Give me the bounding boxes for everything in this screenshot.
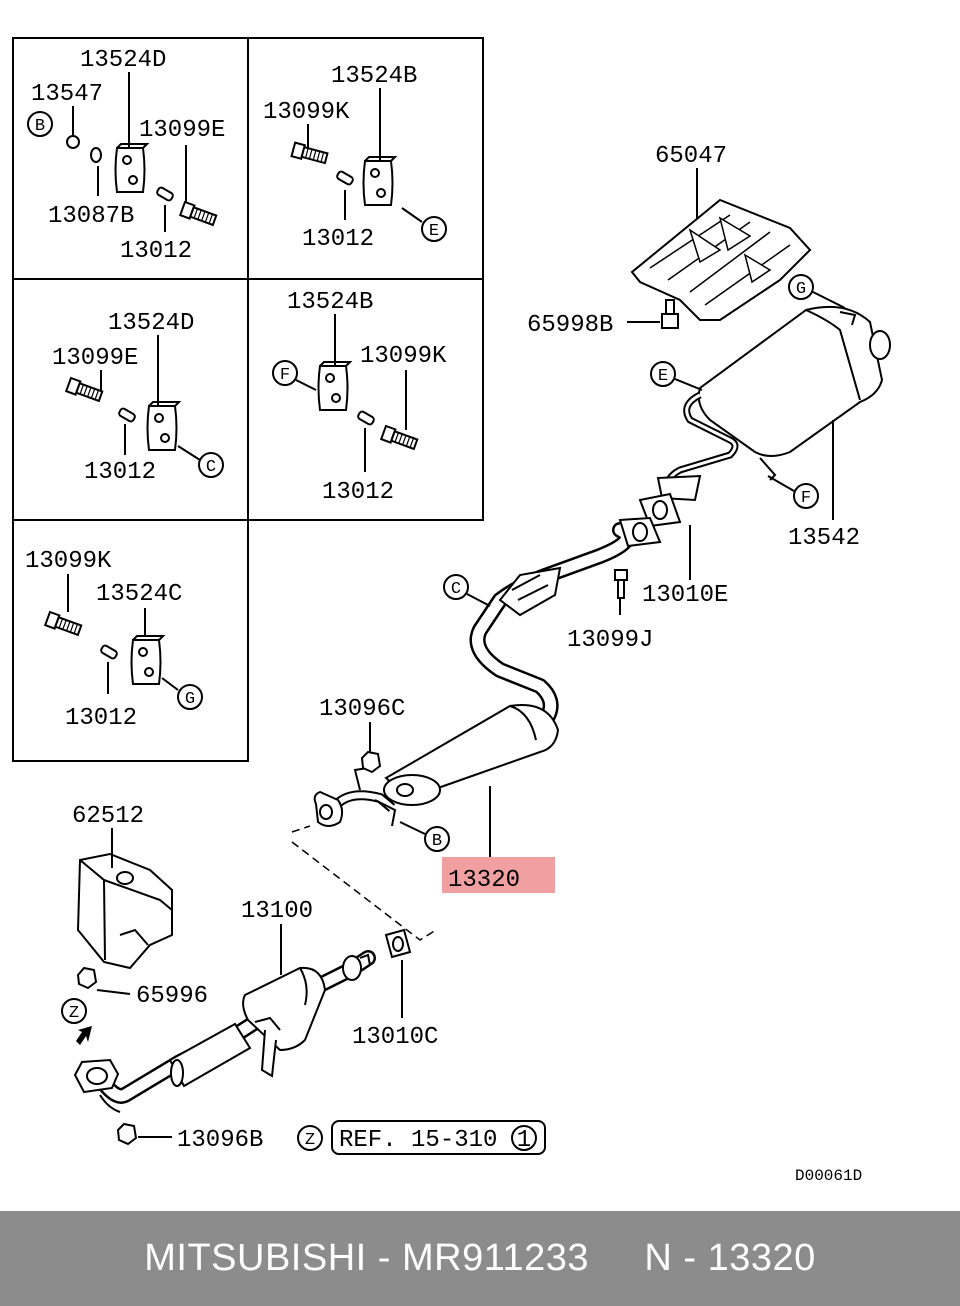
label-13524d-p3: 13524D: [108, 310, 194, 337]
ref-circle-z-1: Z: [61, 998, 87, 1024]
label-13524d-p1: 13524D: [80, 47, 166, 74]
main-muffler: [656, 305, 891, 502]
svg-text:C: C: [451, 580, 461, 599]
front-pipe-resonator: [168, 1022, 252, 1088]
gasket-13010c: [384, 928, 412, 959]
ref-circle-g: G: [788, 274, 814, 300]
ref-circle-e-p2: E: [421, 216, 447, 242]
ref-box-text: REF. 15-310: [339, 1127, 497, 1154]
footer-text: MITSUBISHI - MR911233 N - 13320: [144, 1237, 816, 1279]
svg-text:B: B: [432, 832, 442, 851]
label-13087b: 13087B: [48, 203, 134, 230]
label-13099e-p3: 13099E: [52, 345, 138, 372]
label-65998b: 65998B: [527, 312, 613, 339]
center-pipe-resonator: [498, 566, 562, 617]
label-13012-p2: 13012: [302, 226, 374, 253]
label-13012-p1: 13012: [120, 238, 192, 265]
footer-bar: MITSUBISHI - MR911233 N - 13320: [0, 1211, 960, 1306]
svg-text:G: G: [796, 280, 806, 299]
label-65996: 65996: [136, 983, 208, 1010]
label-13099j: 13099J: [567, 627, 653, 654]
svg-text:G: G: [185, 690, 195, 709]
label-13012-p5: 13012: [65, 705, 137, 732]
label-13542: 13542: [788, 525, 860, 552]
center-pipe-inlet: [313, 767, 397, 827]
label-13099k-p4: 13099K: [360, 343, 447, 370]
label-13010e: 13010E: [642, 582, 728, 609]
exhaust-parts-diagram: 13524D 13547 B 13099E 13087B 13012 13524…: [12, 37, 891, 1185]
svg-text:Z: Z: [305, 1131, 315, 1150]
label-13547: 13547: [31, 81, 103, 108]
footer-brand: MITSUBISHI: [144, 1237, 367, 1279]
center-muffler: [383, 704, 560, 806]
svg-text:E: E: [429, 222, 439, 241]
bolt-13099j: [614, 569, 628, 599]
label-65047: 65047: [655, 143, 727, 170]
svg-text:F: F: [801, 489, 811, 508]
label-13524b-p2: 13524B: [331, 63, 417, 90]
center-pipe-flange: [618, 516, 662, 548]
inset-panel-4: 13524B F 13099K 13012: [272, 289, 447, 506]
label-13012-p4: 13012: [322, 479, 394, 506]
label-13099k-p2: 13099K: [263, 99, 350, 126]
label-13524b-p4: 13524B: [287, 289, 373, 316]
footer-reference: N - 13320: [644, 1237, 816, 1279]
label-62512: 62512: [72, 803, 144, 830]
heat-shield-rear: [630, 198, 812, 321]
front-pipe-flange: [73, 1058, 121, 1113]
inset-panel-2: 13524B 13099K E 13012: [263, 63, 447, 253]
label-13524c: 13524C: [96, 581, 182, 608]
front-pipe-outlet-flange: [342, 953, 371, 981]
inset-panel-1: 13524D 13547 B 13099E 13087B 13012: [27, 47, 225, 265]
footer-part-number: MR911233: [401, 1237, 590, 1279]
catalytic-converter: [242, 966, 327, 1078]
assembly-dashed-line: [291, 825, 437, 941]
ref-circle-c: C: [443, 574, 469, 600]
svg-text:F: F: [280, 366, 290, 385]
label-13010c: 13010C: [352, 1024, 438, 1051]
svg-text:E: E: [658, 367, 668, 386]
ref-circle-g-p5: G: [177, 684, 203, 710]
center-pipe: [469, 522, 635, 724]
nut-13096b: [116, 1122, 138, 1146]
ref-circle-f-p4: F: [272, 360, 298, 386]
ref-circle-b-p1: B: [27, 111, 53, 137]
svg-text:B: B: [35, 117, 45, 136]
label-13099k-p5: 13099K: [25, 548, 112, 575]
inset-panel-3: 13524D 13099E C 13012: [52, 310, 224, 486]
heat-shield-front: [76, 852, 173, 970]
ref-box-number: 1: [517, 1127, 531, 1154]
inset-grid: [12, 37, 484, 762]
ref-circle-z-2: Z: [297, 1125, 323, 1151]
svg-text:Z: Z: [69, 1004, 79, 1023]
label-13099e-p1: 13099E: [139, 117, 225, 144]
diagram-code: D00061D: [795, 1167, 862, 1185]
nut-65996: [76, 966, 98, 990]
arrow-up-icon: [76, 1026, 92, 1045]
ref-circle-b: B: [424, 826, 450, 852]
ref-circle-e: E: [650, 361, 676, 387]
ref-box: REF. 15-310 1: [331, 1120, 546, 1155]
label-13096b: 13096B: [177, 1127, 263, 1154]
ref-circle-f: F: [793, 483, 819, 509]
label-13320: 13320: [448, 867, 520, 894]
label-13096c: 13096C: [319, 696, 405, 723]
label-13100: 13100: [241, 898, 313, 925]
label-13012-p3: 13012: [84, 459, 156, 486]
nut-13096c: [360, 750, 382, 774]
bolt-65998b: [661, 299, 679, 329]
inset-panel-5: 13099K 13524C G 13012: [25, 548, 203, 732]
svg-text:C: C: [206, 458, 216, 477]
highlight-13320: [442, 857, 555, 893]
ref-circle-c-p3: C: [198, 452, 224, 478]
